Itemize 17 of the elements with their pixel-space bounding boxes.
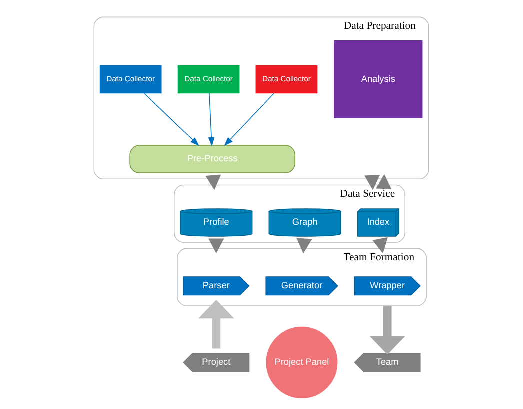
arrow	[376, 174, 392, 190]
arrow	[208, 238, 224, 254]
node-box: Data Collector	[256, 65, 318, 94]
arrow	[206, 174, 222, 190]
arrow	[364, 174, 380, 190]
node-box: Pre-Process	[130, 145, 296, 174]
arrow	[296, 238, 312, 254]
node-circle: Project Panel	[266, 326, 338, 398]
arrow	[370, 306, 406, 355]
arrow	[144, 92, 200, 146]
arrow	[198, 300, 234, 349]
arrow	[208, 93, 215, 147]
node-box: Data Collector	[100, 65, 162, 94]
node-box: Data Collector	[178, 65, 240, 94]
arrow	[372, 237, 388, 254]
node-box: Analysis	[334, 40, 423, 118]
arrow	[224, 93, 275, 146]
